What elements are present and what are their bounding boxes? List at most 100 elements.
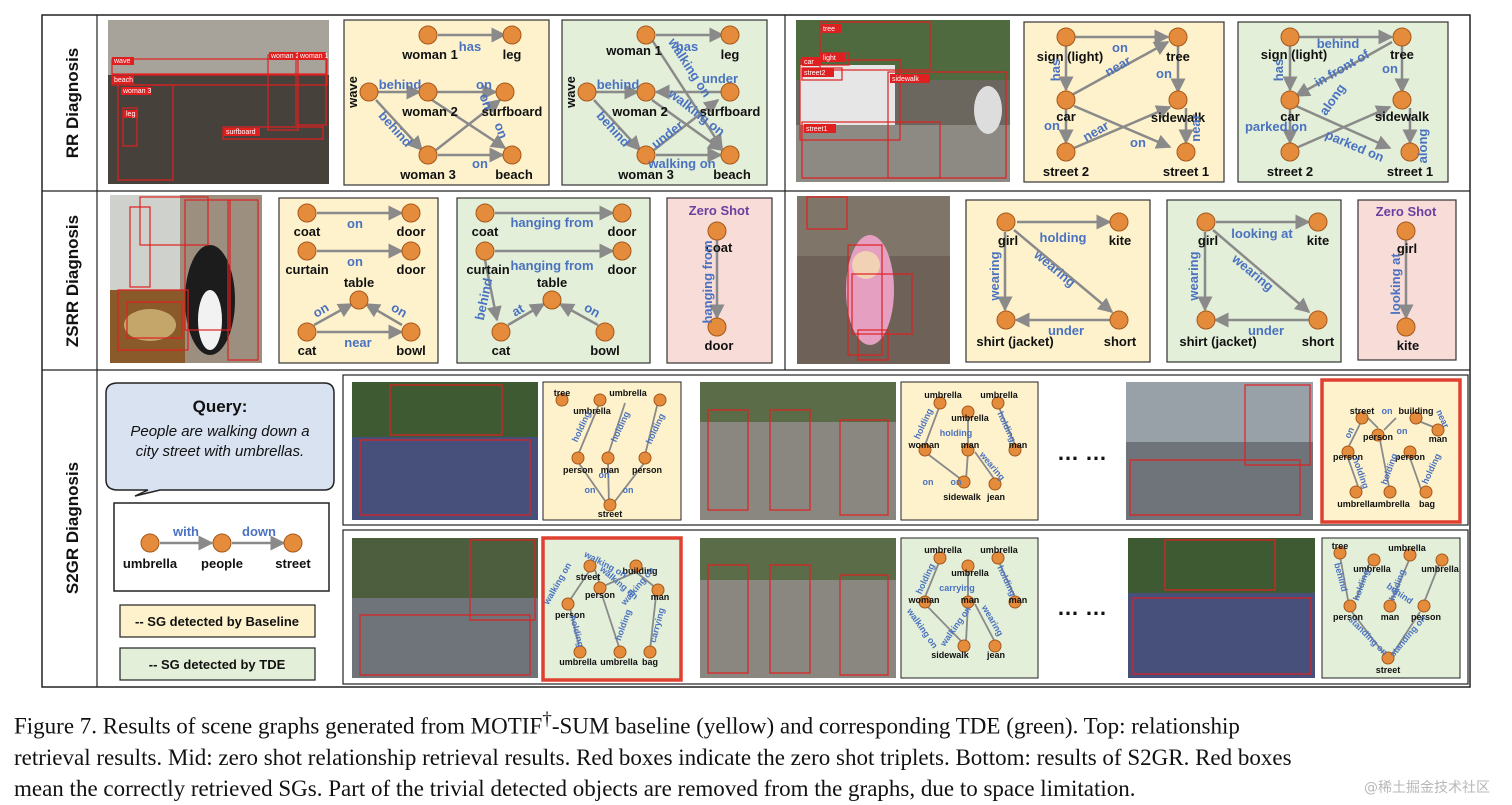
svg-text:leg: leg [126,111,135,118]
svg-text:People are walking down a: People are walking down a [130,423,309,440]
svg-text:Zero Shot: Zero Shot [1376,204,1437,219]
svg-text:holding: holding [1040,230,1087,245]
svg-text:umbrella: umbrella [924,545,963,555]
svg-text:girl: girl [1397,241,1417,256]
svg-text:woman 1: woman 1 [401,47,458,62]
svg-text:umbrella: umbrella [980,390,1019,400]
svg-text:sign (light): sign (light) [1037,49,1103,64]
svg-text:behind: behind [1317,36,1360,51]
svg-text:street 1: street 1 [1163,164,1209,179]
photo-crowd-4 [352,538,538,678]
svg-text:door: door [397,262,426,277]
svg-text:tree: tree [1332,541,1349,551]
svg-text:jean: jean [986,650,1005,660]
svg-text:wearing: wearing [987,251,1002,301]
svg-text:looking at: looking at [1231,226,1293,241]
svg-text:table: table [537,275,567,290]
svg-text:short: short [1302,334,1335,349]
svg-text:person: person [1333,452,1363,462]
query-bubble: Query: People are walking down a city st… [105,382,335,497]
svg-text:coat: coat [472,224,499,239]
svg-text:umbrella: umbrella [924,390,963,400]
svg-text:sidewalk: sidewalk [1151,110,1206,125]
svg-text:kite: kite [1397,338,1419,353]
rr-right-tde-graph: sign (light) tree car sidewalk street 2 … [1237,21,1449,183]
rr-right-baseline-graph: sign (light) tree car sidewalk street 2 … [1023,21,1225,183]
row-label-s2gr: S2GR Diagnosis [63,462,82,594]
svg-text:woman: woman [907,595,939,605]
svg-text:city street with umbrellas.: city street with umbrellas. [136,443,304,460]
svg-text:woman 1: woman 1 [605,43,662,58]
svg-text:on: on [347,254,363,269]
ellipsis-row1: … … [1057,440,1107,465]
s2gr-baseline-graph-3-retrieved: street building person man person person… [1320,378,1462,524]
svg-text:person: person [1333,612,1363,622]
svg-text:wave: wave [345,76,360,109]
svg-text:tree: tree [554,388,571,398]
photo-crowd-6 [1128,538,1315,678]
svg-text:down: down [242,524,276,539]
svg-text:on: on [1397,426,1408,436]
svg-text:person: person [1411,612,1441,622]
svg-text:man: man [961,440,980,450]
svg-text:car: car [1056,109,1076,124]
svg-text:umbrella: umbrella [980,545,1019,555]
svg-text:hanging from: hanging from [700,240,715,323]
svg-text:wave: wave [563,76,578,109]
svg-text:cat: cat [298,343,317,358]
svg-text:shirt (jacket): shirt (jacket) [976,334,1053,349]
photo-crowd-1 [352,382,538,520]
svg-text:light: light [823,55,836,62]
svg-text:on: on [389,300,410,321]
svg-text:beach: beach [713,167,751,182]
svg-text:under: under [1248,323,1284,338]
svg-text:woman 3: woman 3 [399,167,456,182]
legend: -- SG detected by Baseline -- SG detecte… [119,604,316,681]
svg-text:umbrella: umbrella [1421,564,1460,574]
svg-text:hanging from: hanging from [510,215,593,230]
svg-text:street: street [1376,665,1401,675]
zsrr-left-tde-graph: coat door curtain door table cat bowl ha… [456,197,651,364]
svg-text:on: on [476,91,496,111]
svg-text:sign (light): sign (light) [1261,47,1327,62]
svg-text:on: on [347,216,363,231]
svg-text:man: man [601,465,620,475]
svg-text:curtain: curtain [285,262,328,277]
s2gr-tde-graph-2: umbrella umbrella umbrella woman man man… [900,537,1039,679]
svg-text:person: person [555,610,585,620]
svg-text:with: with [172,524,199,539]
svg-text:sidewalk: sidewalk [943,492,982,502]
svg-text:table: table [344,275,374,290]
rr-left-baseline-graph: woman 1 leg wave woman 2 surfboard woman… [343,19,550,186]
svg-text:door: door [397,224,426,239]
svg-text:bowl: bowl [590,343,620,358]
svg-text:woman 2: woman 2 [611,104,668,119]
svg-text:near: near [1188,114,1203,141]
svg-text:under: under [1048,323,1084,338]
svg-text:surfboard: surfboard [226,129,256,136]
svg-text:man: man [961,595,980,605]
s2gr-baseline-graph-1: tree umbrella umbrella person man person… [542,381,682,521]
svg-text:on: on [1382,61,1398,76]
svg-text:person: person [1395,452,1425,462]
svg-text:coat: coat [294,224,321,239]
svg-text:on: on [923,477,934,487]
svg-text:looking at: looking at [1388,253,1403,315]
svg-text:walking on: walking on [647,156,715,171]
svg-text:has: has [459,39,481,54]
svg-text:on: on [310,300,331,321]
caption-line-2: retrieval results. Mid: zero shot relati… [14,744,1292,770]
svg-text:street 2: street 2 [1267,164,1313,179]
rr-left-tde-graph: woman 1 leg wave woman 2 surfboard woman… [561,19,768,186]
svg-text:jean: jean [986,492,1005,502]
svg-text:person: person [585,590,615,600]
svg-text:person: person [632,465,662,475]
svg-text:man: man [651,592,670,602]
svg-text:cat: cat [492,343,511,358]
svg-text:door: door [705,338,734,353]
svg-text:has: has [1048,59,1063,81]
svg-text:street: street [598,509,623,519]
svg-text:umbrella: umbrella [609,388,648,398]
svg-text:man: man [1009,595,1028,605]
svg-text:holding: holding [940,428,973,438]
